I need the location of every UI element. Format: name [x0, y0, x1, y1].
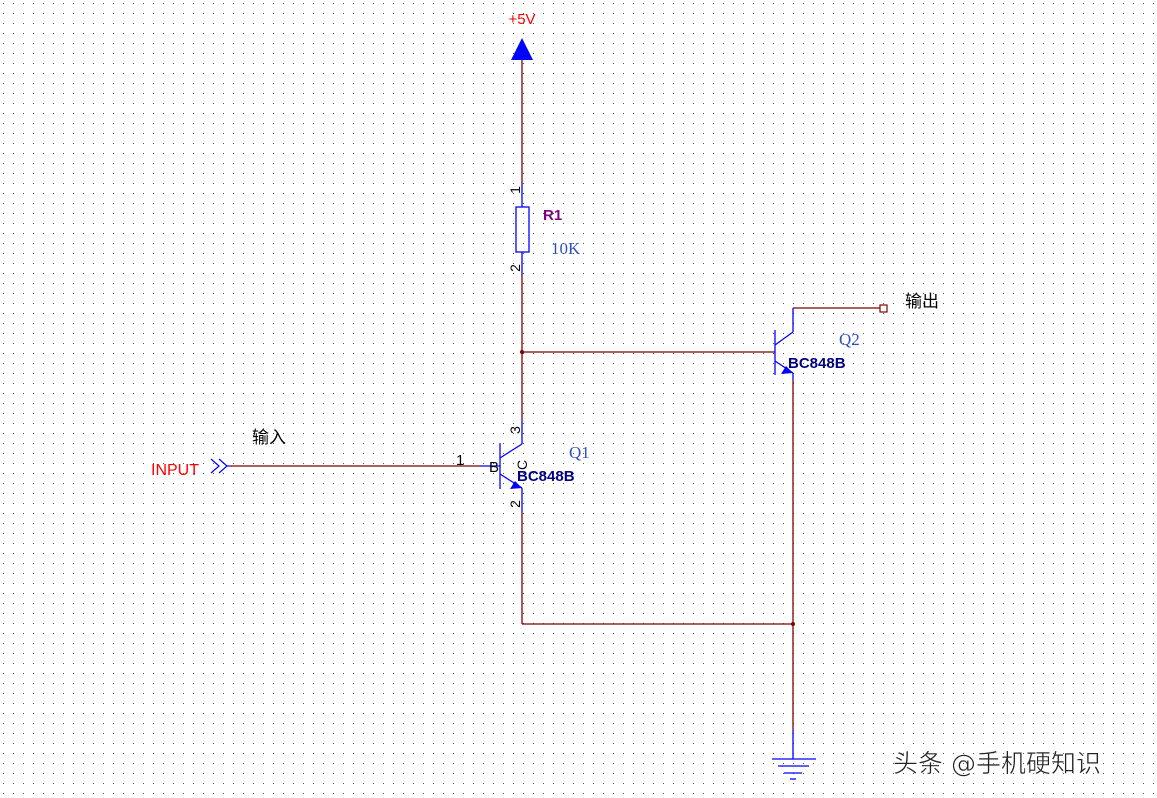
- q1-pin-emitter: 2: [507, 500, 523, 508]
- q1-pin-base: 1: [456, 452, 464, 469]
- watermark: 头条 @手机硬知识: [893, 749, 1101, 778]
- r1-pin2: 2: [507, 264, 523, 272]
- r1-ref: R1: [543, 207, 562, 224]
- input-port-label: INPUT: [151, 462, 199, 479]
- q1-letter-base: B: [489, 459, 499, 476]
- output-net-label: 输出: [905, 292, 939, 312]
- r1-pin1: 1: [507, 186, 523, 194]
- q1-letter-collector: C: [514, 460, 530, 470]
- q2-emitter-arrow-icon: [781, 366, 793, 374]
- q2-part: BC848B: [788, 355, 846, 372]
- ground-icon[interactable]: [772, 730, 816, 780]
- q1-emitter-arrow-icon: [510, 481, 522, 489]
- q2-ref: Q2: [839, 330, 860, 349]
- r1-value: 10K: [551, 239, 581, 258]
- q1-pin-collector: 3: [507, 426, 523, 434]
- power-arrow-icon[interactable]: [511, 38, 533, 60]
- input-net-label: 输入: [252, 428, 286, 448]
- q1-ref: Q1: [569, 443, 590, 462]
- q1-part: BC848B: [517, 468, 575, 485]
- transistor-q1[interactable]: [480, 420, 523, 512]
- junction: [520, 350, 524, 354]
- wires: [230, 60, 880, 730]
- resistor-r1[interactable]: [515, 183, 530, 275]
- power-label: +5V: [508, 11, 535, 28]
- output-port-icon[interactable]: [879, 304, 888, 313]
- input-port-icon[interactable]: [210, 458, 230, 474]
- junction: [791, 622, 795, 626]
